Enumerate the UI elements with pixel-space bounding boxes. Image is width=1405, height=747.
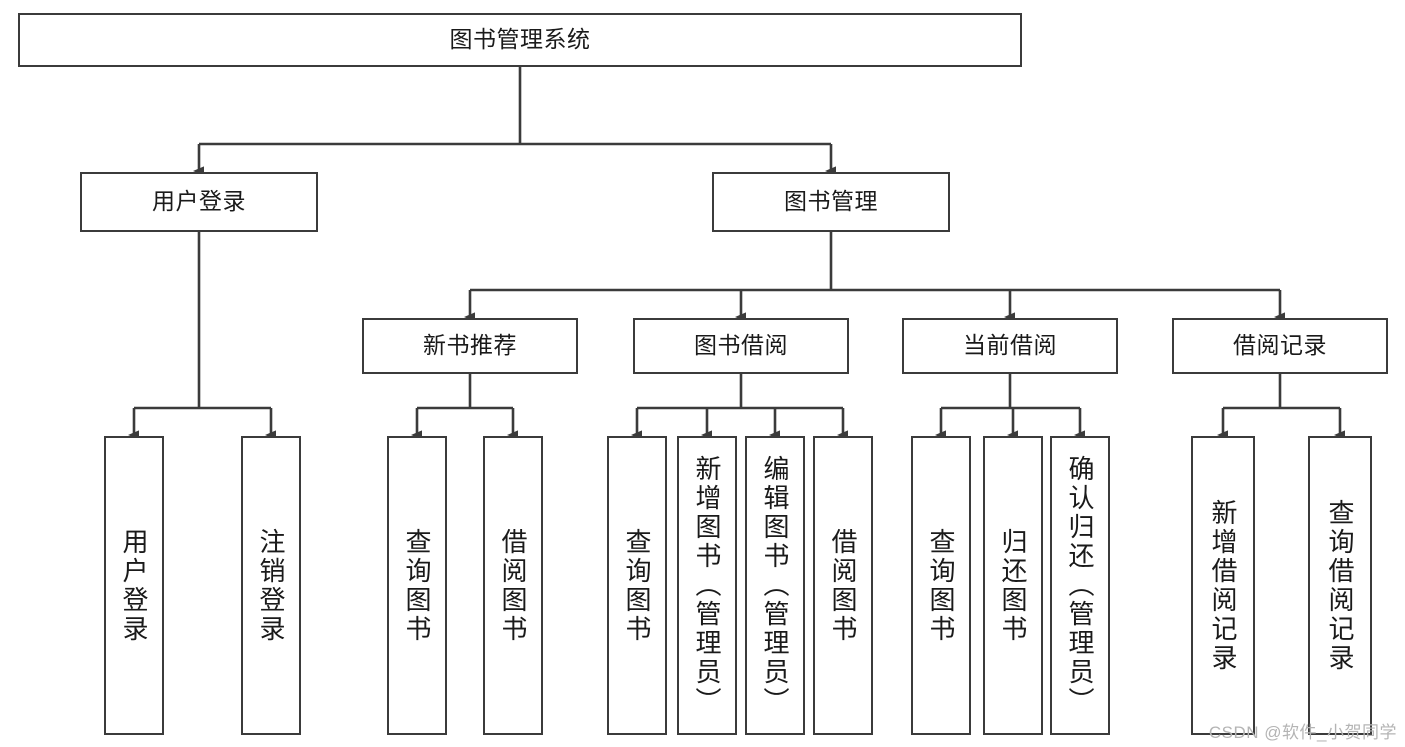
node-label-new-book-rec: 新书推荐 [423,332,517,359]
node-label-leaf-user-login: 用户登录 [119,527,149,644]
node-borrow-record[interactable]: 借阅记录 [1172,318,1388,374]
node-label-leaf-add-book: 新增图书（管理员） [692,455,722,716]
node-new-book-rec[interactable]: 新书推荐 [362,318,578,374]
node-leaf-query-book-3[interactable]: 查询图书 [911,436,971,735]
node-label-borrow-record: 借阅记录 [1233,332,1327,359]
node-leaf-edit-book[interactable]: 编辑图书（管理员） [745,436,805,735]
node-leaf-query-book-2[interactable]: 查询图书 [607,436,667,735]
node-label-current-borrow: 当前借阅 [963,332,1057,359]
node-label-leaf-return-book: 归还图书 [998,527,1028,644]
node-label-leaf-add-record: 新增借阅记录 [1208,498,1238,673]
node-label-book-mgmt: 图书管理 [784,188,878,215]
node-label-leaf-query-book-1: 查询图书 [402,527,432,644]
node-label-leaf-query-book-3: 查询图书 [926,527,956,644]
node-book-mgmt[interactable]: 图书管理 [712,172,950,232]
node-label-leaf-edit-book: 编辑图书（管理员） [760,455,790,716]
node-label-leaf-borrow-book-1: 借阅图书 [498,527,528,644]
node-leaf-borrow-book-1[interactable]: 借阅图书 [483,436,543,735]
node-current-borrow[interactable]: 当前借阅 [902,318,1118,374]
node-book-borrow[interactable]: 图书借阅 [633,318,849,374]
node-leaf-add-record[interactable]: 新增借阅记录 [1191,436,1255,735]
node-label-user-login: 用户登录 [152,188,246,215]
node-label-book-borrow: 图书借阅 [694,332,788,359]
node-leaf-confirm-return[interactable]: 确认归还（管理员） [1050,436,1110,735]
node-user-login[interactable]: 用户登录 [80,172,318,232]
node-leaf-return-book[interactable]: 归还图书 [983,436,1043,735]
node-label-leaf-query-book-2: 查询图书 [622,527,652,644]
node-leaf-user-logout[interactable]: 注销登录 [241,436,301,735]
node-label-leaf-borrow-book-2: 借阅图书 [828,527,858,644]
node-leaf-add-book[interactable]: 新增图书（管理员） [677,436,737,735]
node-leaf-user-login[interactable]: 用户登录 [104,436,164,735]
node-label-leaf-confirm-return: 确认归还（管理员） [1065,455,1095,716]
node-label-leaf-query-record: 查询借阅记录 [1325,498,1355,673]
node-root[interactable]: 图书管理系统 [18,13,1022,67]
node-leaf-query-book-1[interactable]: 查询图书 [387,436,447,735]
node-leaf-borrow-book-2[interactable]: 借阅图书 [813,436,873,735]
node-label-root: 图书管理系统 [449,26,591,53]
node-leaf-query-record[interactable]: 查询借阅记录 [1308,436,1372,735]
node-label-leaf-user-logout: 注销登录 [256,527,286,644]
